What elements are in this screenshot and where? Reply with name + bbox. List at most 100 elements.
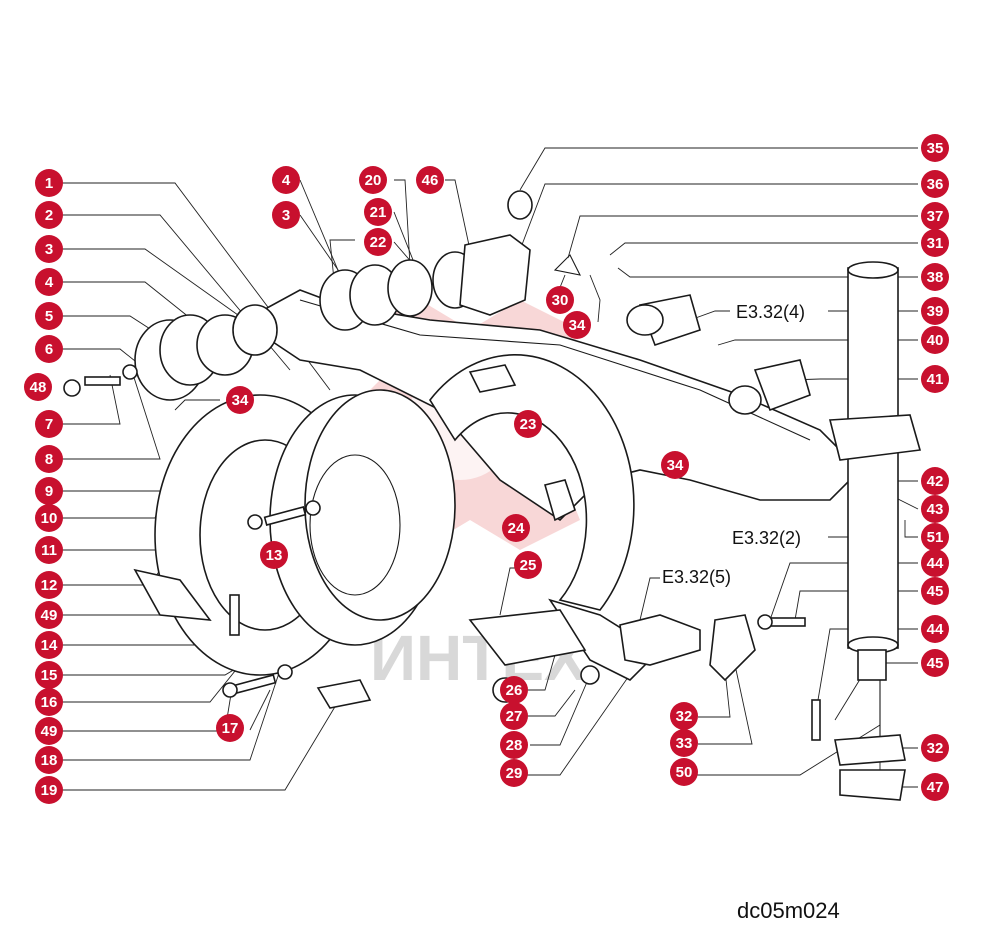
callout-39[interactable]: 39 — [921, 297, 949, 325]
svg-text:16: 16 — [41, 694, 58, 711]
callout-22[interactable]: 22 — [364, 228, 392, 256]
callout-47[interactable]: 47 — [921, 773, 949, 801]
small-hardware — [63, 364, 821, 741]
callout-28[interactable]: 28 — [500, 731, 528, 759]
svg-text:49: 49 — [41, 607, 58, 624]
callout-51[interactable]: 51 — [921, 523, 949, 551]
svg-text:12: 12 — [41, 577, 58, 594]
callout-50[interactable]: 50 — [670, 758, 698, 786]
callout-33[interactable]: 33 — [670, 729, 698, 757]
svg-text:11: 11 — [41, 542, 57, 559]
callout-15[interactable]: 15 — [35, 661, 63, 689]
svg-text:45: 45 — [927, 655, 944, 672]
steering-column — [828, 261, 922, 740]
svg-text:6: 6 — [45, 341, 53, 358]
callout-35[interactable]: 35 — [921, 134, 949, 162]
svg-text:4: 4 — [282, 172, 291, 189]
tie-rod-end — [468, 609, 906, 801]
svg-text:3: 3 — [45, 241, 53, 258]
callout-32-mid[interactable]: 32 — [670, 702, 698, 730]
callout-25[interactable]: 25 — [514, 551, 542, 579]
callout-38[interactable]: 38 — [921, 263, 949, 291]
callout-29[interactable]: 29 — [500, 759, 528, 787]
callout-49-lower[interactable]: 49 — [35, 717, 63, 745]
callout-19[interactable]: 19 — [35, 776, 63, 804]
callout-45-upper[interactable]: 45 — [921, 577, 949, 605]
callout-37[interactable]: 37 — [921, 202, 949, 230]
callout-42[interactable]: 42 — [921, 467, 949, 495]
callout-4[interactable]: 4 — [35, 268, 63, 296]
callout-36[interactable]: 36 — [921, 170, 949, 198]
callout-18[interactable]: 18 — [35, 746, 63, 774]
callout-34-right[interactable]: 34 — [661, 451, 689, 479]
callout-13[interactable]: 13 — [260, 541, 288, 569]
svg-text:34: 34 — [232, 392, 249, 409]
svg-text:49: 49 — [41, 723, 58, 740]
callout-24[interactable]: 24 — [502, 514, 530, 542]
callout-44-upper[interactable]: 44 — [921, 549, 949, 577]
callout-43[interactable]: 43 — [921, 495, 949, 523]
svg-text:34: 34 — [667, 457, 684, 474]
callout-34-left[interactable]: 34 — [226, 386, 254, 414]
callout-34-mid[interactable]: 34 — [563, 311, 591, 339]
callout-48[interactable]: 48 — [24, 373, 52, 401]
svg-text:37: 37 — [927, 208, 944, 225]
svg-text:5: 5 — [45, 308, 53, 325]
callout-17[interactable]: 17 — [216, 714, 244, 742]
callout-20[interactable]: 20 — [359, 166, 387, 194]
svg-text:4: 4 — [45, 274, 54, 291]
callout-16[interactable]: 16 — [35, 688, 63, 716]
svg-text:3: 3 — [282, 207, 290, 224]
svg-text:44: 44 — [927, 555, 944, 572]
svg-text:13: 13 — [266, 547, 283, 564]
callout-30[interactable]: 30 — [546, 286, 574, 314]
svg-text:34: 34 — [569, 317, 586, 334]
svg-text:38: 38 — [927, 269, 944, 286]
callout-8[interactable]: 8 — [35, 445, 63, 473]
callout-26[interactable]: 26 — [500, 676, 528, 704]
callout-27[interactable]: 27 — [500, 702, 528, 730]
callout-45-lower[interactable]: 45 — [921, 649, 949, 677]
callout-4-top[interactable]: 4 — [272, 166, 300, 194]
brake-drum — [269, 389, 456, 646]
upper-bearing-stack — [319, 234, 531, 331]
callout-2[interactable]: 2 — [35, 201, 63, 229]
svg-text:26: 26 — [506, 682, 523, 699]
svg-text:7: 7 — [45, 416, 53, 433]
svg-text:40: 40 — [927, 332, 944, 349]
svg-text:29: 29 — [506, 765, 523, 782]
svg-text:51: 51 — [927, 529, 944, 546]
callout-31[interactable]: 31 — [921, 229, 949, 257]
callout-40[interactable]: 40 — [921, 326, 949, 354]
callout-46[interactable]: 46 — [416, 166, 444, 194]
callout-3[interactable]: 3 — [35, 235, 63, 263]
callout-9[interactable]: 9 — [35, 477, 63, 505]
callout-11[interactable]: 11 — [35, 536, 63, 564]
svg-text:36: 36 — [927, 176, 944, 193]
callout-44-lower[interactable]: 44 — [921, 615, 949, 643]
callout-23[interactable]: 23 — [514, 410, 542, 438]
svg-text:25: 25 — [520, 557, 537, 574]
callout-41[interactable]: 41 — [921, 365, 949, 393]
svg-text:18: 18 — [41, 752, 58, 769]
callout-5[interactable]: 5 — [35, 302, 63, 330]
callout-21[interactable]: 21 — [364, 198, 392, 226]
callout-3-top[interactable]: 3 — [272, 201, 300, 229]
svg-text:27: 27 — [506, 708, 523, 725]
callout-7[interactable]: 7 — [35, 410, 63, 438]
svg-text:22: 22 — [370, 234, 387, 251]
callout-14[interactable]: 14 — [35, 631, 63, 659]
callout-group-left: 1 2 3 4 5 6 48 7 8 9 10 11 12 49 14 15 1… — [24, 169, 63, 804]
svg-text:1: 1 — [45, 175, 53, 192]
callout-group-inner: 34 13 17 23 24 25 26 27 28 29 30 34 32 3… — [216, 286, 698, 787]
callout-10[interactable]: 10 — [35, 504, 63, 532]
callout-49-upper[interactable]: 49 — [35, 601, 63, 629]
callout-6[interactable]: 6 — [35, 335, 63, 363]
callout-32-right[interactable]: 32 — [921, 734, 949, 762]
callout-group-right: 35 36 37 31 38 39 40 41 42 43 51 44 45 4… — [921, 134, 949, 801]
svg-text:45: 45 — [927, 583, 944, 600]
svg-text:19: 19 — [41, 782, 58, 799]
callout-12[interactable]: 12 — [35, 571, 63, 599]
callout-1[interactable]: 1 — [35, 169, 63, 197]
